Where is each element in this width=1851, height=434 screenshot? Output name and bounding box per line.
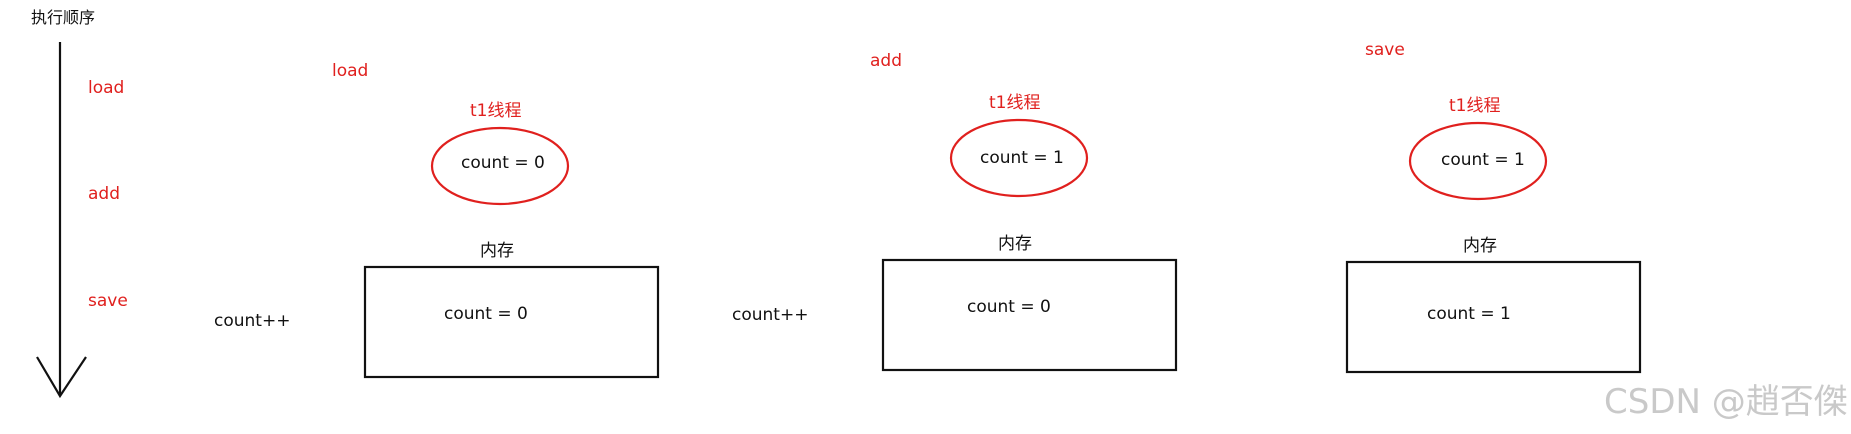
memory-value: count = 0 [444, 304, 528, 324]
thread-ellipse-add [949, 118, 1089, 198]
memory-box-save [1345, 260, 1642, 374]
memory-value: count = 1 [1427, 304, 1511, 324]
memory-label: 内存 [998, 234, 1032, 254]
timeline-step-load: load [88, 78, 125, 98]
thread-value: count = 0 [461, 153, 545, 173]
memory-label: 内存 [480, 241, 514, 261]
thread-value: count = 1 [1441, 150, 1525, 170]
thread-ellipse-load [430, 126, 570, 206]
memory-label: 内存 [1463, 236, 1497, 256]
memory-box-add [881, 258, 1178, 372]
timeline-title: 执行顺序 [31, 8, 96, 27]
stage-step-label: load [332, 61, 369, 81]
stage-step-label: save [1365, 40, 1405, 60]
memory-value: count = 0 [967, 297, 1051, 317]
timeline-step-save: save [88, 291, 128, 311]
thread-label: t1线程 [989, 93, 1041, 113]
thread-label: t1线程 [1449, 96, 1501, 116]
stage-step-label: add [870, 51, 902, 71]
watermark: CSDN @趙否傑 [1604, 382, 1848, 422]
thread-value: count = 1 [980, 148, 1064, 168]
operation-label: count++ [214, 311, 291, 331]
thread-ellipse-save [1408, 121, 1548, 201]
memory-box-load [363, 265, 660, 379]
thread-label: t1线程 [470, 101, 522, 121]
timeline-arrowhead [36, 356, 87, 399]
timeline-step-add: add [88, 184, 120, 204]
operation-label: count++ [732, 305, 809, 325]
